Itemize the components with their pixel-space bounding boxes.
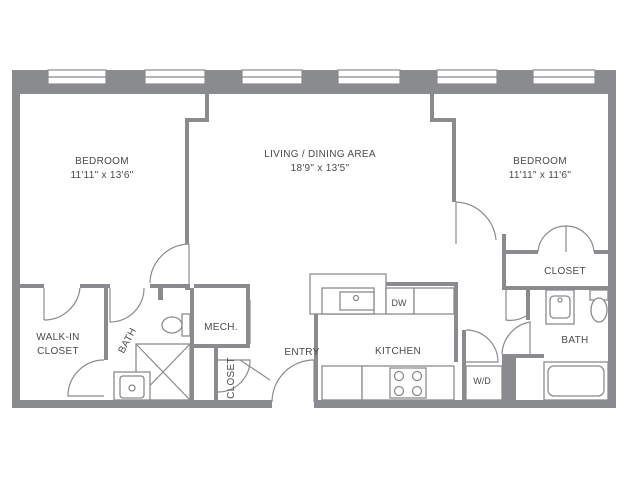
entry-label: ENTRY	[284, 347, 319, 358]
closet-right-label: CLOSET	[544, 266, 586, 277]
living-name: LIVING / DINING AREA	[264, 149, 376, 160]
toilet-tank-left	[181, 313, 191, 337]
dishwasher-label: DW	[392, 298, 407, 308]
living-dims: 18'9" x 13'5"	[291, 163, 350, 174]
washer-dryer	[465, 365, 503, 401]
dishwasher	[385, 287, 415, 315]
fridge	[321, 365, 363, 401]
room-labels: BEDROOM 11'11" x 13'6" LIVING / DINING A…	[36, 149, 588, 399]
bedroom-left-name: BEDROOM	[75, 156, 129, 167]
toilet-right	[590, 297, 608, 323]
doors	[43, 201, 595, 403]
bath-right-label: BATH	[561, 335, 588, 346]
closet-entry-label: CLOSET	[226, 357, 237, 399]
burner-icon	[393, 385, 405, 397]
toilet-left	[161, 316, 183, 334]
windows	[47, 69, 596, 85]
exterior-walls	[12, 70, 616, 408]
washer-dryer-label: W/D	[473, 376, 491, 386]
burner-icon	[411, 385, 423, 397]
walk-in-label-line2: CLOSET	[37, 346, 79, 357]
kitchen-sink	[339, 291, 375, 311]
kitchen-label: KITCHEN	[375, 346, 421, 357]
burner-icon	[411, 370, 423, 382]
bedroom-right-dims: 11'11" x 11'6"	[509, 170, 572, 181]
bedroom-right-name: BEDROOM	[513, 156, 567, 167]
walk-in-label-line1: WALK-IN	[36, 332, 79, 343]
mech-label: MECH.	[204, 322, 238, 333]
fixtures	[113, 273, 609, 401]
burner-icon	[393, 370, 405, 382]
bedroom-left-dims: 11'11" x 13'6"	[70, 170, 133, 181]
